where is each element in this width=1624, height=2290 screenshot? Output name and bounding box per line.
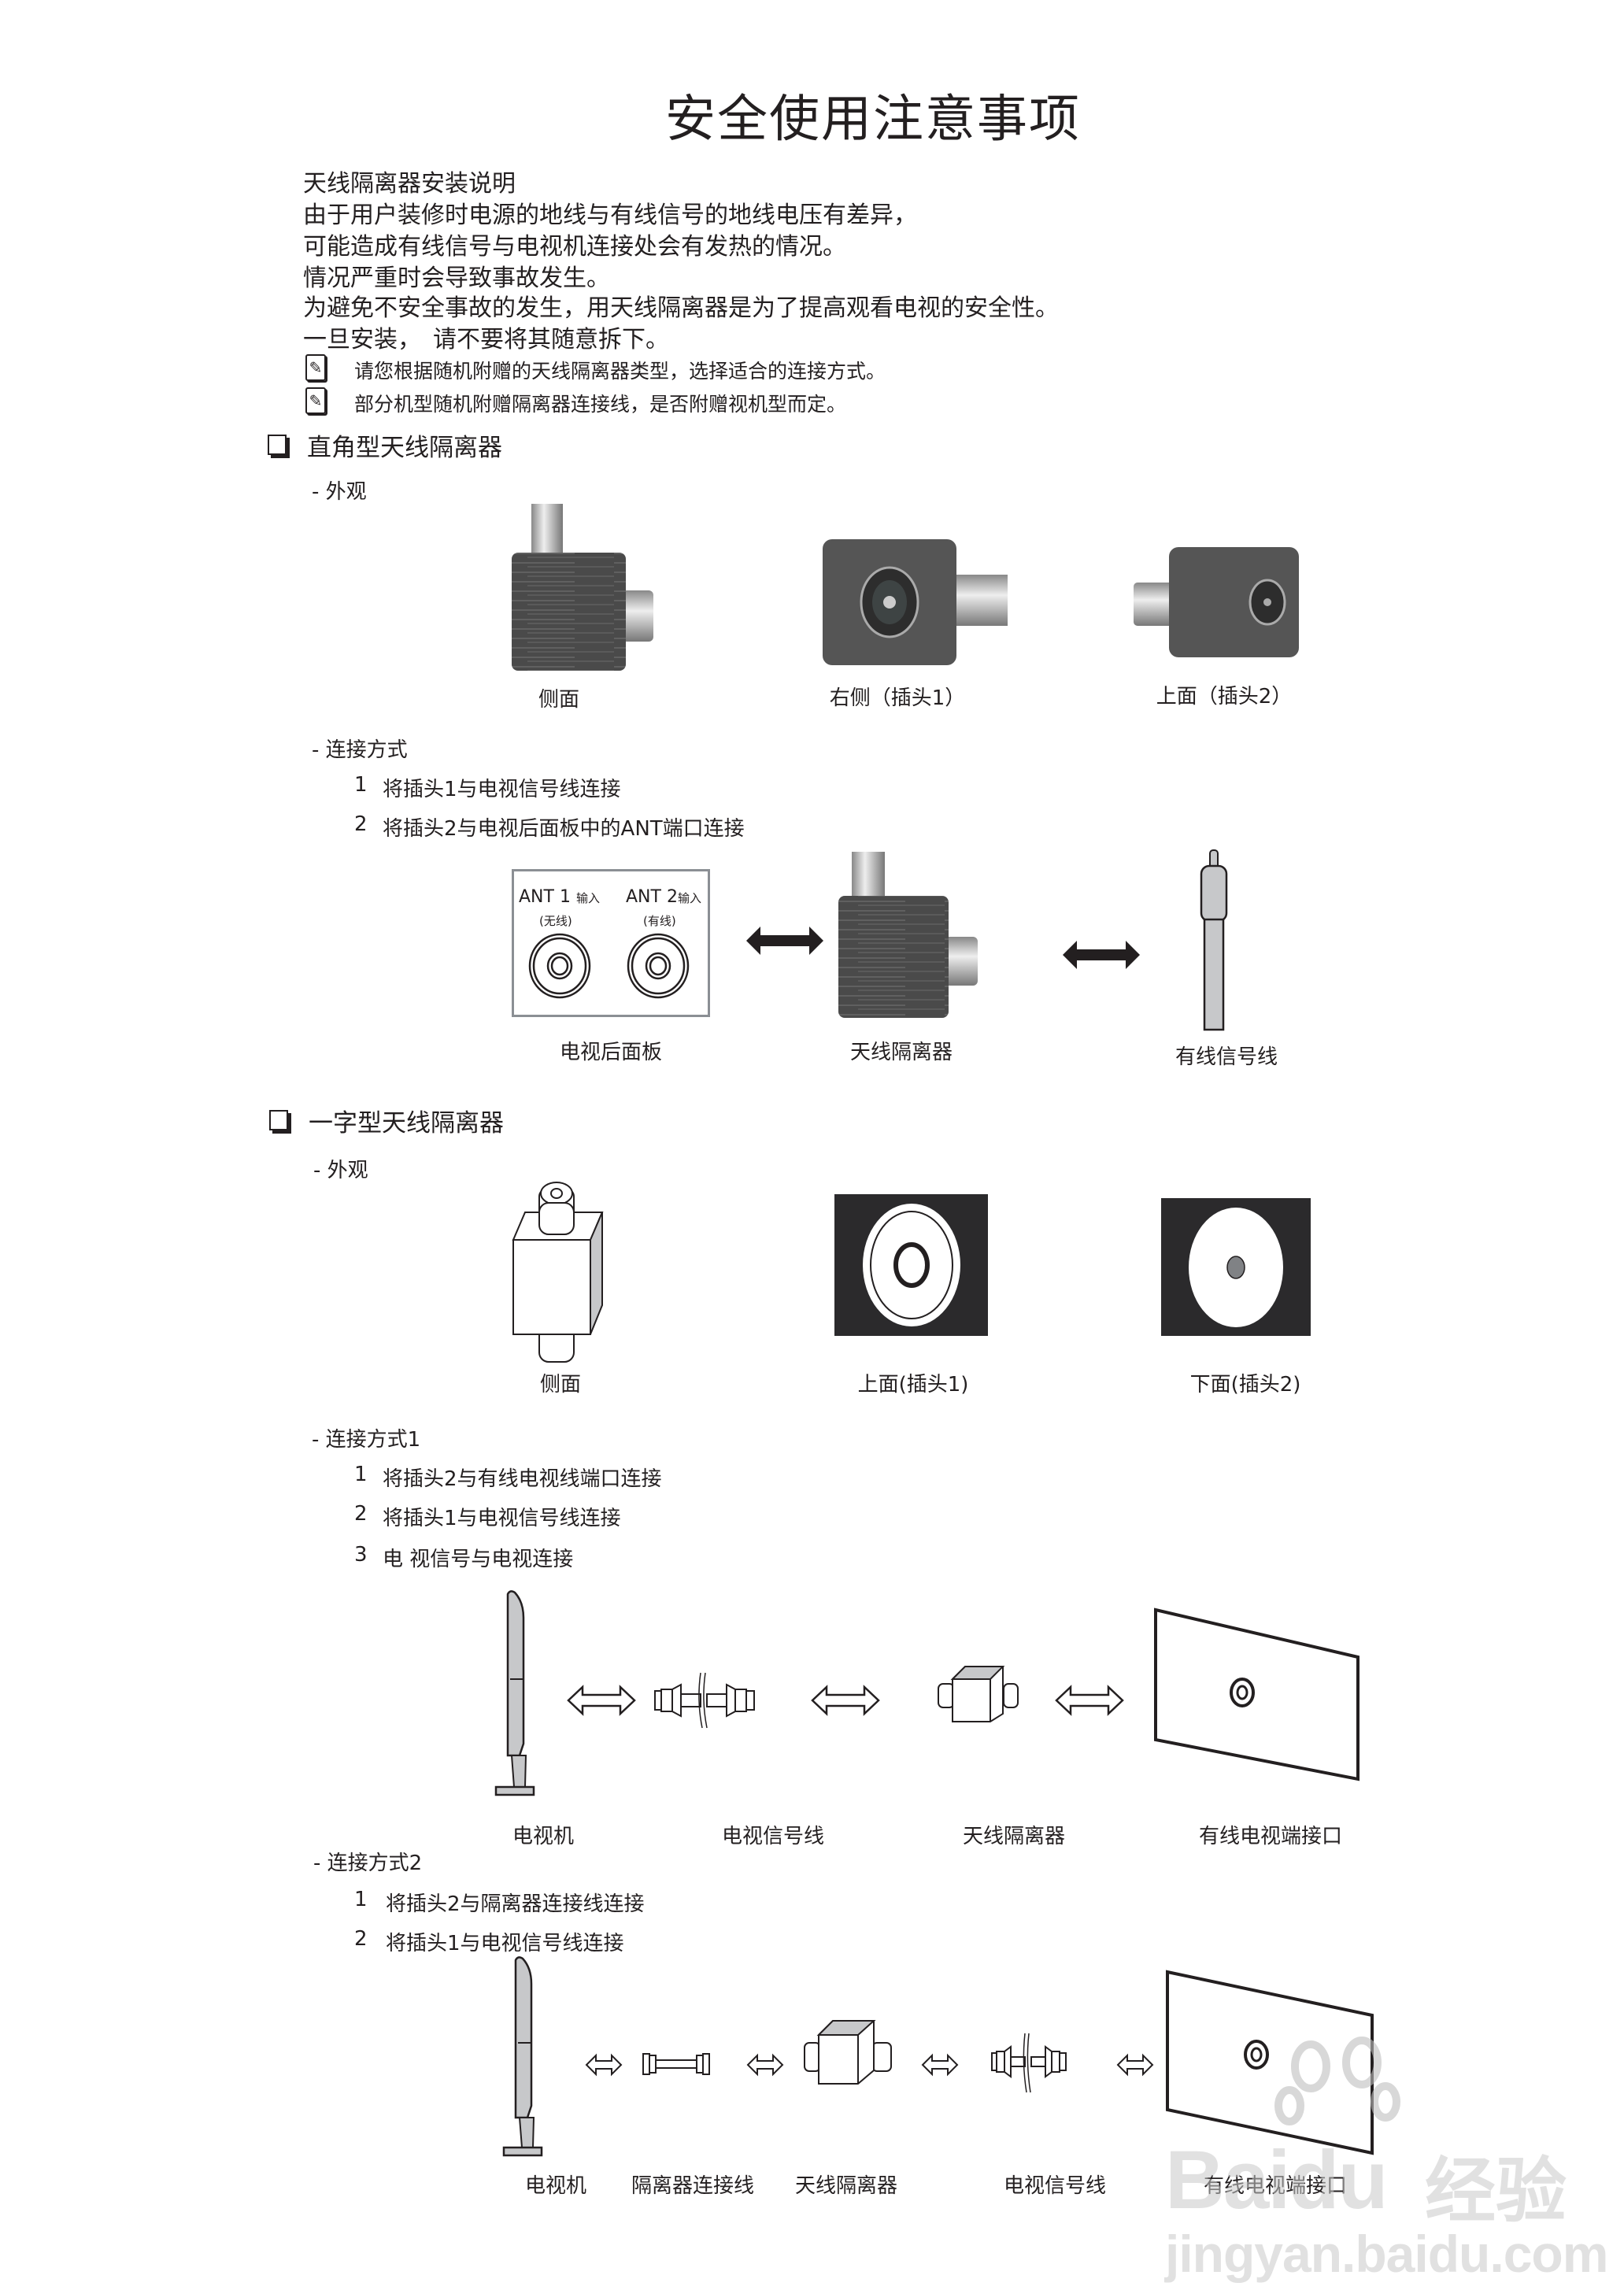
note-pencil-icon: ✎: [305, 354, 326, 381]
ant1-label: ANT 1 输入: [519, 887, 600, 907]
double-arrow-icon: [1063, 941, 1140, 969]
ant-ports: [528, 933, 690, 999]
appearance-label: - 外观: [312, 480, 367, 504]
straight-isolator-bottom-view: [1161, 1198, 1311, 1336]
wall-outlet-icon: [1154, 1607, 1359, 1781]
step-text: 将插头2与隔离器连接线连接: [386, 1892, 645, 1916]
intro-heading: 天线隔离器安装说明: [303, 170, 516, 198]
intro-line: 由于用户装修时电源的地线与有线信号的地线电压有差异，: [303, 202, 917, 229]
straight-isolator-icon: [938, 1666, 1019, 1722]
step-number: 1: [354, 1463, 368, 1486]
diagram-caption: 电视后面板: [559, 1041, 663, 1064]
outline-double-arrow-icon: [585, 2053, 623, 2077]
outline-double-arrow-icon: [746, 2053, 784, 2077]
section-heading: 直角型天线隔离器: [307, 434, 502, 462]
diagram-caption: 有线电视端接口: [1198, 1825, 1343, 1848]
watermark-url: jingyan.baidu.com: [1165, 2225, 1608, 2283]
step-text: 电 视信号与电视连接: [383, 1548, 574, 1571]
intro-line: 为避免不安全事故的发生，用天线隔离器是为了提高观看电视的安全性。: [303, 294, 1059, 322]
appearance-label: - 外观: [313, 1159, 368, 1182]
diagram-caption: 天线隔离器: [962, 1825, 1066, 1848]
diagram-caption: 有线信号线: [1175, 1045, 1278, 1069]
straight-isolator-side-view: [512, 1182, 604, 1363]
outline-double-arrow-icon: [1055, 1685, 1124, 1716]
method1-label: - 连接方式1: [312, 1428, 421, 1452]
note-text: 请您根据随机附赠的天线隔离器类型，选择适合的连接方式。: [354, 360, 886, 383]
diagram-caption: 隔离器连接线: [631, 2174, 755, 2198]
isolator-right-view: [823, 539, 1008, 665]
watermark-brand: Baidu: [1165, 2134, 1389, 2226]
checkbox-bullet-icon: [268, 435, 287, 455]
watermark-cn: 经验: [1425, 2150, 1567, 2233]
outline-double-arrow-icon: [921, 2053, 959, 2077]
checkbox-bullet-icon: [269, 1110, 288, 1130]
diagram-caption: 电视机: [512, 1825, 575, 1848]
intro-line: 一旦安装， 请不要将其随意拆下。: [303, 326, 669, 353]
step-number: 3: [354, 1543, 368, 1567]
view-caption: 侧面: [539, 1373, 582, 1397]
step-number: 1: [354, 773, 368, 797]
step-text: 将插头2与有线电视线端口连接: [383, 1467, 662, 1491]
connection-label: - 连接方式: [312, 738, 408, 762]
outline-double-arrow-icon: [1116, 2053, 1154, 2077]
outline-double-arrow-icon: [811, 1685, 880, 1716]
baidu-watermark: Baidu 经验 jingyan.baidu.com: [1157, 2037, 1622, 2283]
step-number: 2: [354, 1927, 368, 1951]
tv-back-panel: ANT 1 输入 (无线) ANT 2输入 (有线): [512, 869, 710, 1017]
isolator-top-view: [1134, 547, 1299, 657]
section-heading: 一字型天线隔离器: [309, 1109, 504, 1138]
ant1-port-icon: [528, 933, 591, 999]
cable-signal-line: [1200, 849, 1228, 1031]
diagram-caption: 电视信号线: [721, 1825, 825, 1848]
straight-isolator-top-view: [834, 1194, 988, 1336]
page-title: 安全使用注意事项: [665, 91, 1081, 149]
tv-icon: [502, 1956, 543, 2157]
ant2-port-icon: [627, 933, 690, 999]
step-text: 将插头1与电视信号线连接: [383, 778, 621, 801]
step-text: 将插头2与电视后面板中的ANT端口连接: [383, 817, 745, 841]
diagram-caption: 电视信号线: [1003, 2174, 1107, 2198]
straight-isolator-icon: [804, 2020, 892, 2085]
wall-outlet-icon: [1166, 1970, 1374, 2155]
view-caption: 下面(插头2): [1189, 1373, 1301, 1397]
step-text: 将插头1与电视信号线连接: [383, 1507, 621, 1530]
view-caption: 右侧（插头1）: [829, 686, 966, 710]
view-caption: 侧面: [538, 688, 580, 712]
intro-line: 可能造成有线信号与电视机连接处会有发热的情况。: [303, 233, 846, 261]
tv-signal-cable-icon: [991, 2033, 1067, 2093]
tv-icon: [494, 1590, 535, 1796]
method2-label: - 连接方式2: [313, 1852, 423, 1875]
isolator-diagram: [838, 852, 978, 1018]
step-number: 2: [354, 1502, 368, 1526]
double-arrow-icon: [746, 927, 823, 955]
outline-double-arrow-icon: [567, 1685, 636, 1716]
view-caption: 上面（插头2）: [1156, 685, 1293, 708]
note-text: 部分机型随机附赠隔离器连接线，是否附赠视机型而定。: [354, 393, 847, 416]
diagram-caption: 天线隔离器: [849, 1041, 953, 1064]
ant2-sub: (有线): [643, 914, 676, 928]
note-pencil-icon: ✎: [305, 387, 326, 414]
intro-line: 情况严重时会导致事故发生。: [303, 265, 610, 292]
tv-signal-cable-icon: [654, 1672, 755, 1729]
diagram-caption: 有线电视端接口: [1203, 2174, 1348, 2198]
isolator-side-view: [512, 504, 653, 671]
step-number: 1: [354, 1888, 368, 1911]
view-caption: 上面(插头1): [857, 1373, 969, 1397]
ant2-label: ANT 2输入: [626, 887, 701, 907]
isolator-connecting-cable-icon: [642, 2053, 710, 2075]
baidu-paw-icon: [1274, 2037, 1400, 2125]
step-number: 2: [354, 812, 368, 836]
ant1-sub: (无线): [539, 914, 572, 928]
diagram-caption: 电视机: [524, 2174, 587, 2198]
step-text: 将插头1与电视信号线连接: [386, 1932, 624, 1955]
diagram-caption: 天线隔离器: [794, 2174, 898, 2198]
